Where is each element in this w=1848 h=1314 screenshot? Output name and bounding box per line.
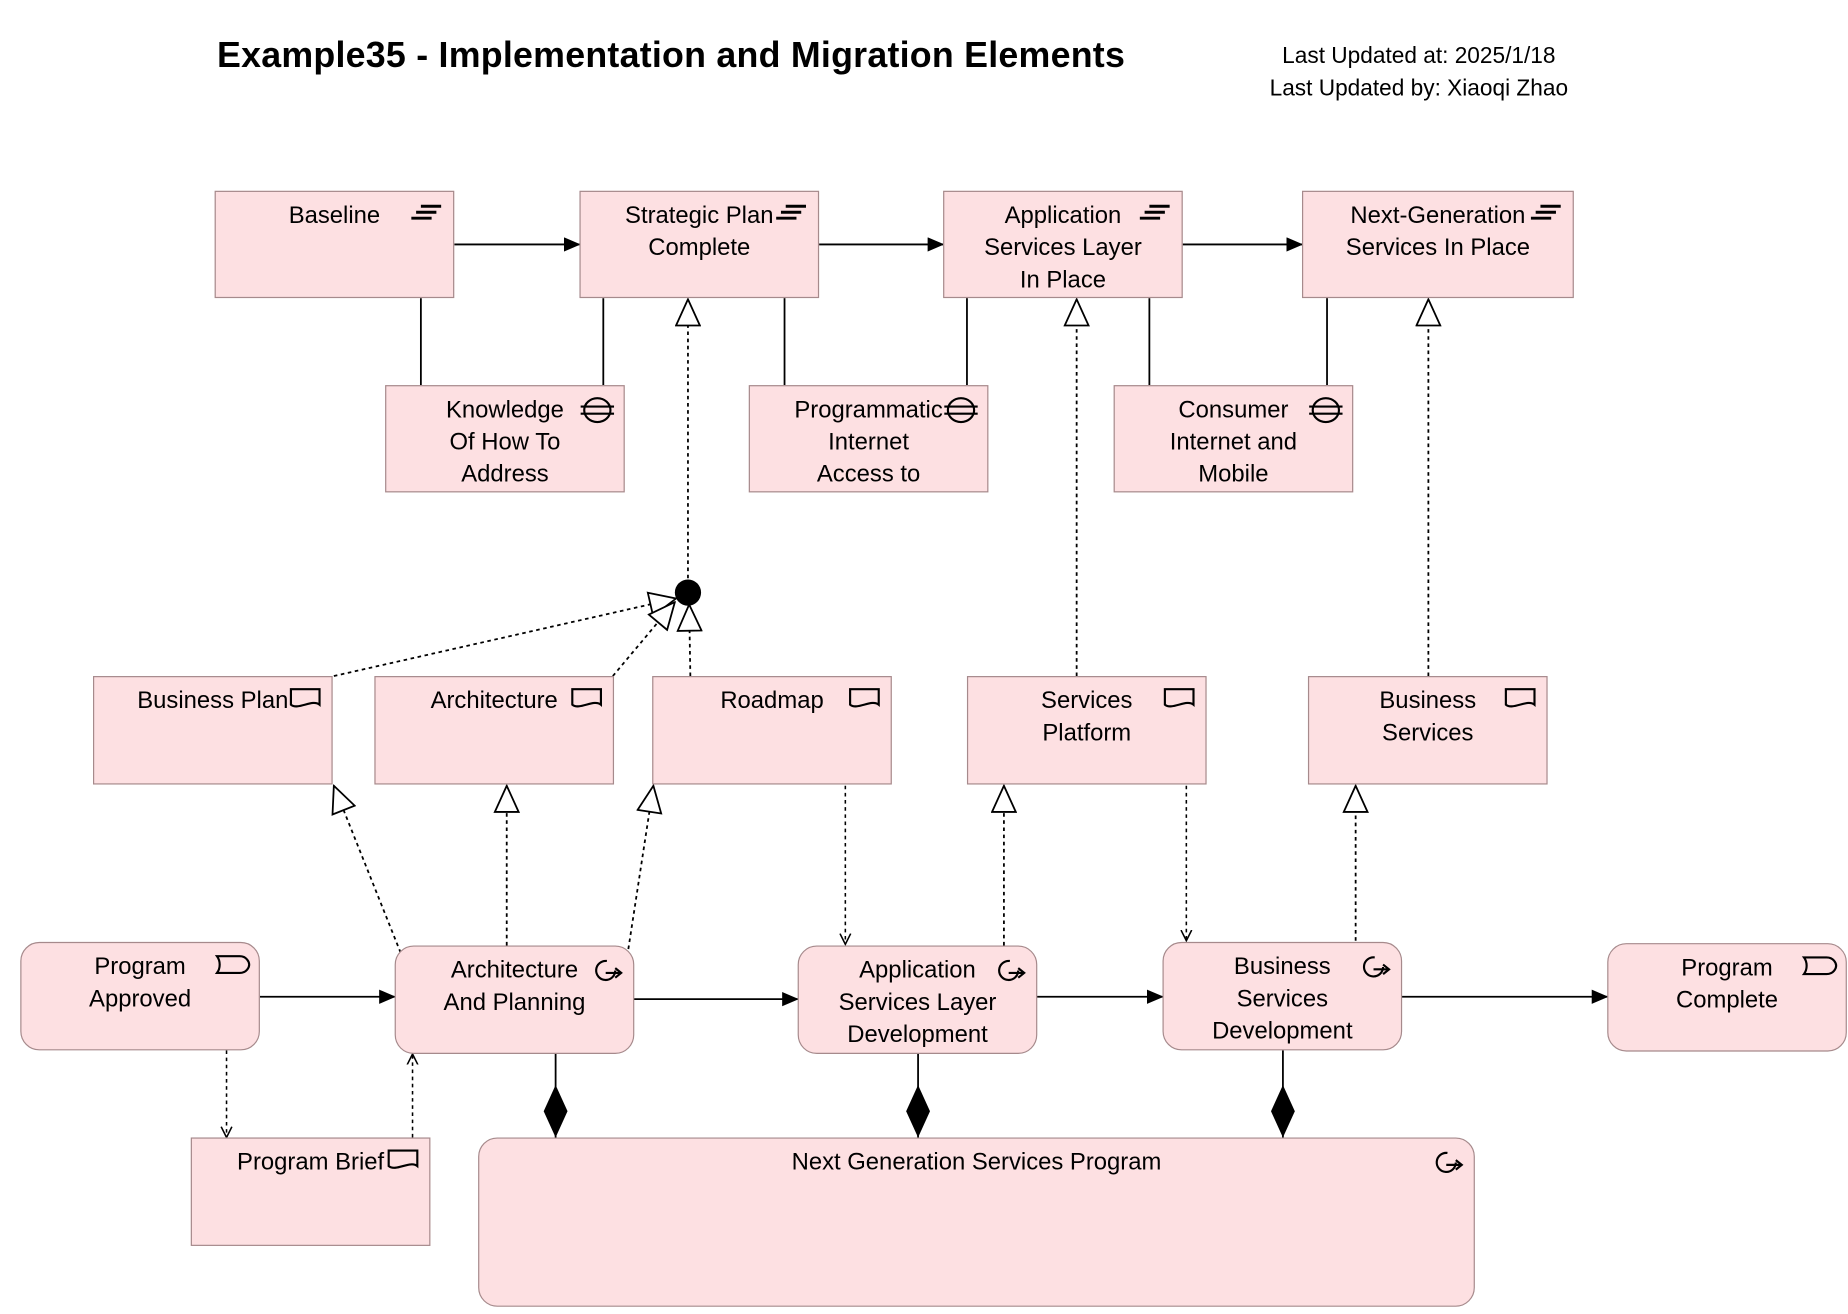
work-package-business-services-dev-label: Business Services Development — [1212, 953, 1353, 1045]
event-program-complete[interactable]: Program Complete — [1607, 943, 1847, 1052]
realize-architecture-junction — [612, 602, 675, 677]
work-package-icon — [1356, 953, 1394, 979]
deliverable-architecture[interactable]: Architecture — [374, 676, 615, 785]
last-updated-by: Last Updated by: Xiaoqi Zhao — [1269, 76, 1569, 102]
work-package-app-services-dev[interactable]: Application Services Layer Development — [797, 945, 1038, 1054]
gap-programmatic[interactable]: Programmatic Internet Access to — [748, 385, 989, 493]
realize-businessplan-junction — [333, 599, 676, 677]
diagram-title: Example35 - Implementation and Migration… — [216, 35, 1126, 76]
last-updated-at: Last Updated at: 2025/1/18 — [1282, 44, 1556, 70]
work-package-icon — [991, 956, 1029, 982]
plateau-strategic-plan[interactable]: Strategic Plan Complete — [579, 190, 820, 299]
deliverable-icon — [384, 1148, 422, 1174]
plateau-baseline[interactable]: Baseline — [214, 190, 455, 299]
deliverable-icon — [1160, 687, 1198, 713]
update-info: Last Updated at: 2025/1/18 Last Updated … — [1240, 41, 1598, 105]
event-program-complete-label: Program Complete — [1676, 955, 1779, 1014]
deliverable-business-plan-label: Business Plan — [137, 687, 289, 715]
deliverable-program-brief[interactable]: Program Brief — [190, 1137, 431, 1246]
gap-programmatic-label: Programmatic Internet Access to — [794, 397, 943, 488]
plateau-app-services-layer[interactable]: Application Services Layer In Place — [943, 190, 1183, 299]
deliverable-services-platform[interactable]: Services Platform — [966, 676, 1207, 785]
deliverable-icon — [1501, 687, 1539, 713]
work-package-arch-planning[interactable]: Architecture And Planning — [394, 945, 635, 1054]
gap-knowledge[interactable]: Knowledge Of How To Address — [385, 385, 625, 493]
deliverable-business-plan[interactable]: Business Plan — [92, 676, 333, 785]
deliverable-icon — [845, 687, 883, 713]
work-package-icon — [588, 956, 626, 982]
plateau-baseline-label: Baseline — [288, 202, 381, 229]
plateau-icon — [1527, 201, 1565, 227]
gap-knowledge-label: Knowledge Of How To Address — [445, 397, 564, 488]
gap-icon — [942, 396, 980, 424]
work-package-business-services-dev[interactable]: Business Services Development — [1162, 941, 1403, 1051]
deliverable-icon — [568, 687, 606, 713]
deliverable-icon — [286, 687, 324, 713]
work-package-icon — [1428, 1148, 1466, 1174]
work-package-app-services-dev-label: Application Services Layer Development — [838, 957, 997, 1049]
plateau-next-gen-services-label: Next-Generation Services In Place — [1345, 202, 1531, 262]
event-icon — [213, 953, 251, 979]
work-package-next-gen-program[interactable]: Next Generation Services Program — [478, 1137, 1475, 1307]
gap-icon — [1307, 396, 1345, 424]
deliverable-roadmap-label: Roadmap — [720, 687, 824, 715]
deliverable-program-brief-label: Program Brief — [237, 1149, 385, 1176]
work-package-arch-planning-label: Architecture And Planning — [443, 957, 586, 1016]
plateau-next-gen-services[interactable]: Next-Generation Services In Place — [1301, 190, 1574, 299]
gap-consumer[interactable]: Consumer Internet and Mobile — [1113, 385, 1354, 493]
event-program-approved[interactable]: Program Approved — [20, 941, 260, 1051]
event-icon — [1800, 954, 1838, 980]
plateau-icon — [408, 201, 446, 227]
plateau-app-services-layer-label: Application Services Layer In Place — [984, 202, 1142, 294]
deliverable-architecture-label: Architecture — [430, 687, 558, 715]
and-junction — [674, 579, 702, 606]
deliverable-business-services-label: Business Services — [1379, 687, 1477, 747]
deliverable-services-platform-label: Services Platform — [1041, 687, 1133, 747]
plateau-icon — [1136, 201, 1174, 227]
gap-consumer-label: Consumer Internet and Mobile — [1169, 397, 1298, 488]
realize-roadmap-junction — [689, 604, 690, 677]
plateau-icon — [773, 201, 811, 227]
event-program-approved-label: Program Approved — [89, 953, 192, 1013]
realize-archplanning-roadmap — [627, 786, 653, 950]
realize-archplanning-businessplan — [334, 786, 402, 953]
deliverable-business-services[interactable]: Business Services — [1307, 676, 1548, 785]
gap-icon — [578, 396, 616, 424]
work-package-next-gen-program-label: Next Generation Services Program — [791, 1149, 1162, 1176]
deliverable-roadmap[interactable]: Roadmap — [652, 676, 892, 785]
plateau-strategic-plan-label: Strategic Plan Complete — [625, 202, 774, 262]
